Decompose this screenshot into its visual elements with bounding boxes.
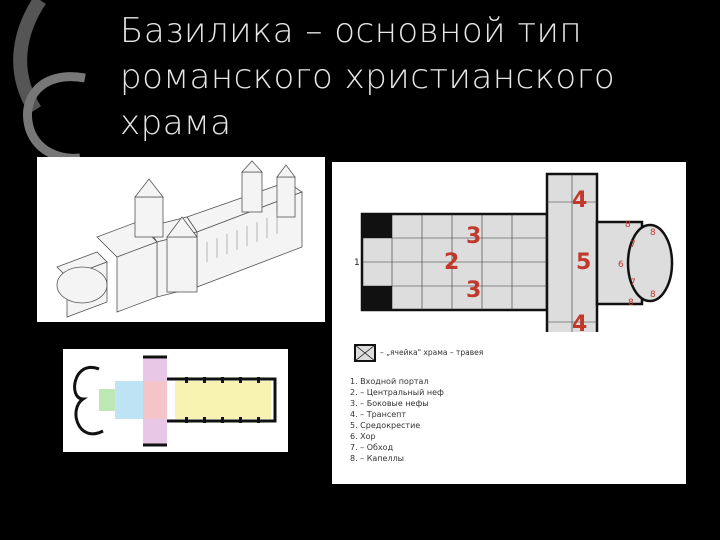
legend-key-label: – „ячейка" храма – травея <box>380 348 484 357</box>
marker-4-top: 4 <box>572 188 588 213</box>
bay-cell-icon <box>354 344 376 362</box>
decorative-arcs <box>13 0 86 163</box>
legend-item: 4. – Трансепт <box>350 410 407 419</box>
marker-2: 2 <box>444 250 460 275</box>
marker-6: 6 <box>618 260 624 270</box>
marker-3-bottom: 3 <box>466 278 482 303</box>
legend-item: 2. – Центральный неф <box>350 388 444 397</box>
marker-7-top: 7 <box>630 240 636 250</box>
marker-4-bottom: 4 <box>572 312 588 337</box>
basilica-colored-plan <box>63 349 288 452</box>
slide-title: Базилика – основной тип романского христ… <box>120 11 616 143</box>
marker-8-a: 8 <box>625 220 631 230</box>
legend-item: 3. – Боковые нефы <box>350 399 429 408</box>
marker-8-b: 8 <box>650 228 656 238</box>
marker-7-bottom: 7 <box>630 278 636 288</box>
marker-1: 1 <box>354 258 360 268</box>
legend-item: 7. – Обход <box>350 443 394 452</box>
basilica-numbered-plan: 1 2 3 3 4 4 5 6 7 7 8 8 8 8 – „ячейка" х… <box>332 162 686 484</box>
legend-item: 8. – Капеллы <box>350 454 404 463</box>
legend-item: 5. Средокрестие <box>350 421 421 430</box>
marker-5: 5 <box>576 250 592 275</box>
legend-item: 6. Хор <box>350 432 376 441</box>
marker-3-top: 3 <box>466 224 482 249</box>
marker-8-c: 8 <box>628 298 634 308</box>
marker-8-d: 8 <box>650 290 656 300</box>
basilica-isometric-drawing <box>37 157 325 322</box>
plan-legend: 1. Входной портал 2. – Центральный неф 3… <box>350 376 444 464</box>
legend-item: 1. Входной портал <box>350 377 429 386</box>
